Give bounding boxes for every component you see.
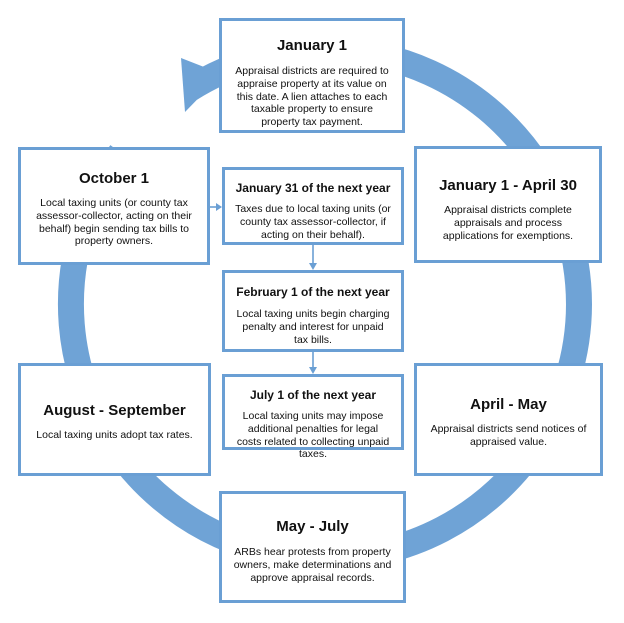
stage-title: January 1 - April 30 <box>439 177 577 194</box>
stage-january-1: January 1 Appraisal districts are requir… <box>219 18 405 133</box>
stage-title: October 1 <box>78 170 150 187</box>
stage-april-may: April - May Appraisal districts send not… <box>414 363 603 476</box>
stage-title: August - September <box>43 402 186 419</box>
stage-august-september: August - September Local taxing units ad… <box>18 363 211 476</box>
followup-title: July 1 of the next year <box>249 388 377 402</box>
stage-description: Appraisal districts are required to appr… <box>235 65 389 129</box>
stage-title: May - July <box>276 518 349 535</box>
stage-description: Local taxing units adopt tax rates. <box>36 429 193 441</box>
followup-february-1: February 1 of the next year Local taxing… <box>222 270 404 352</box>
followup-july-1: July 1 of the next year Local taxing uni… <box>222 374 404 460</box>
followup-january-31: January 31 of the next year Taxes due to… <box>222 167 404 245</box>
followup-title: February 1 of the next year <box>236 285 390 299</box>
stage-description: ARBs hear protests from property owners,… <box>233 546 392 584</box>
followup-title: January 31 of the next year <box>235 181 391 195</box>
cycle-arrowhead <box>181 58 222 112</box>
stage-description: Appraisal districts send notices of appr… <box>430 423 587 448</box>
stage-title: January 1 <box>276 37 348 54</box>
arrow-jan31-to-feb1-head <box>309 263 317 270</box>
followup-description: Taxes due to local taxing units (or coun… <box>235 203 391 241</box>
followup-description: Local taxing units may impose additional… <box>236 410 390 461</box>
arrow-oct1-to-jan31-head <box>216 203 222 211</box>
stage-may-july: May - July ARBs hear protests from prope… <box>219 491 406 603</box>
stage-january-april: January 1 - April 30 Appraisal districts… <box>414 146 602 263</box>
followup-description: Local taxing units begin charging penalt… <box>236 308 390 346</box>
connector-arrows <box>210 203 317 374</box>
stage-title: April - May <box>470 396 547 413</box>
stage-description: Appraisal districts complete appraisals … <box>442 204 574 242</box>
arrow-feb1-to-jul1-head <box>309 367 317 374</box>
stage-description: Local taxing units (or county tax assess… <box>36 197 192 248</box>
stage-october-1: October 1 Local taxing units (or county … <box>18 147 210 265</box>
